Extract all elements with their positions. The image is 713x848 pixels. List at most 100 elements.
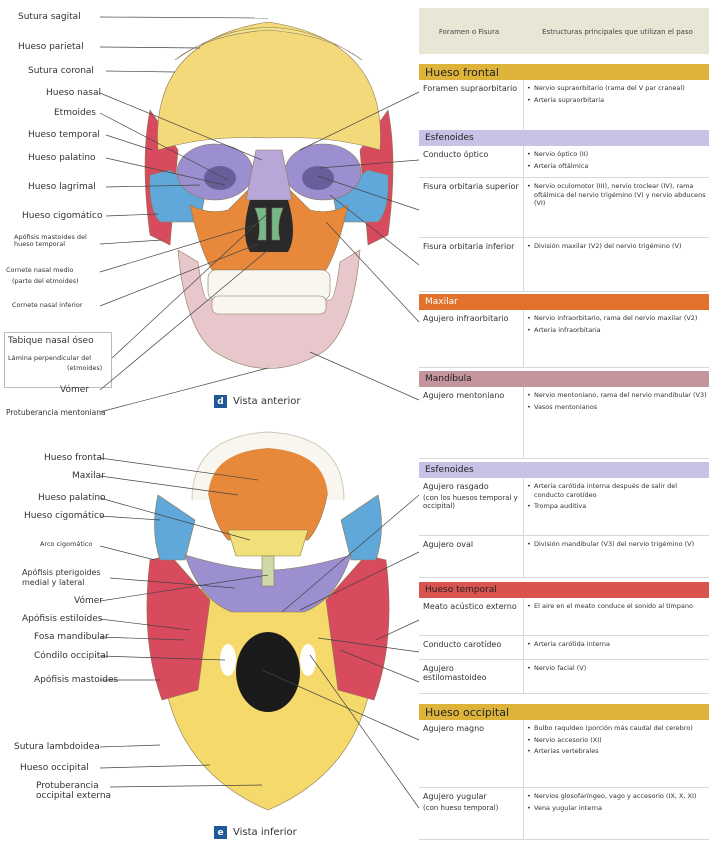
foramen-note: (con hueso temporal) xyxy=(423,804,499,812)
label-cornete-medio: Cornete nasal medio xyxy=(6,266,74,274)
label-apofisis-mastoides-inf: Apófisis mastoides xyxy=(34,675,119,685)
section-header: Maxilar xyxy=(419,294,709,310)
structure-item: Nervio accesorio (XI) xyxy=(527,736,707,745)
structure-item: El aire en el meato conduce el sonido al… xyxy=(527,602,707,611)
septum-title: Tabique nasal óseo xyxy=(8,336,94,346)
palatine-bone xyxy=(227,529,309,557)
structure-list: Nervio facial (V) xyxy=(527,664,707,676)
foramen-note: (con los huesos temporal y occipital) xyxy=(423,494,518,510)
table-row: Fisura orbitaria superiorNervio oculomot… xyxy=(419,178,709,238)
label-hueso-cigomatico-inf: Hueso cigomático xyxy=(24,511,105,521)
label-etmoides: Etmoides xyxy=(54,108,96,118)
table-row: Agujero rasgado(con los huesos temporal … xyxy=(419,478,709,536)
label-hueso-cigomatico: Hueso cigomático xyxy=(22,211,103,221)
inferior-skull xyxy=(146,431,390,811)
foramen-name: Agujero yugular xyxy=(423,792,487,801)
structure-list: Nervio supraorbitario (rama del V par cr… xyxy=(527,84,707,107)
caption-inferior-text: Vista inferior xyxy=(233,827,297,838)
structure-list: Arteria carótida interna después de sali… xyxy=(527,482,707,514)
table-header-col1: Foramen o Fisura xyxy=(438,28,500,36)
structure-list: División maxilar (V2) del nervio trigémi… xyxy=(527,242,707,254)
foramen-name: Fisura orbitaria inferior xyxy=(423,242,515,251)
label-apofisis-estiloides: Apófisis estiloides xyxy=(22,614,103,624)
structure-list: El aire en el meato conduce el sonido al… xyxy=(527,602,707,614)
section-header: Hueso occipital xyxy=(419,704,709,720)
structure-list: Bulbo raquídeo (porción más caudal del c… xyxy=(527,724,707,759)
structure-item: Vena yugular interna xyxy=(527,804,707,813)
foramen-name: Agujero mentoniano xyxy=(423,391,505,400)
row-divider xyxy=(523,80,524,141)
anterior-skull xyxy=(144,21,394,369)
section-header: Hueso temporal xyxy=(419,582,709,598)
structure-item: Nervio óptico (II) xyxy=(527,150,707,159)
row-divider xyxy=(523,660,524,693)
septum-box: Tabique nasal óseo Lámina perpendicular … xyxy=(4,332,112,388)
section-header: Hueso frontal xyxy=(419,64,709,80)
label-condilo-occipital: Cóndilo occipital xyxy=(34,651,109,661)
label-fosa-mandibular: Fosa mandibular xyxy=(34,632,109,642)
label-hueso-frontal: Hueso frontal xyxy=(44,453,105,463)
caption-inferior: e Vista inferior xyxy=(214,826,297,839)
structure-item: División mandibular (V3) del nervio trig… xyxy=(527,540,707,549)
table-row: Agujero mentoniano Nervio mentoniano, ram… xyxy=(419,387,709,459)
structure-item: Nervio oculomotor (III), nervio troclear… xyxy=(527,182,707,208)
table-row: Conducto carotídeoArteria carótida inter… xyxy=(419,636,709,660)
upper-teeth xyxy=(207,269,331,301)
foramen-name: Foramen supraorbitario xyxy=(423,84,518,93)
row-divider xyxy=(523,598,524,635)
row-divider xyxy=(523,387,524,458)
nasal-cavity xyxy=(245,200,293,252)
structure-item: Nervio mentoniano, rama del nervio mandi… xyxy=(527,391,707,400)
label-vomer-inf: Vómer xyxy=(74,596,103,606)
structure-item: Arterias vertebrales xyxy=(527,747,707,756)
zygomatic-base-right xyxy=(340,494,382,561)
label-hueso-parietal: Hueso parietal xyxy=(18,42,84,52)
structure-list: Nervio infraorbitario, rama del nervio m… xyxy=(527,314,707,337)
label-maxilar: Maxilar xyxy=(72,471,105,481)
foramen-magnum xyxy=(236,632,300,712)
row-divider xyxy=(523,310,524,367)
structure-item: Vasos mentonianos xyxy=(527,403,707,412)
section-header: Mandíbula xyxy=(419,371,709,387)
label-hueso-occipital: Hueso occipital xyxy=(20,763,89,773)
section-header: Esfenoides xyxy=(419,462,709,478)
caption-badge-e: e xyxy=(214,826,227,839)
structure-list: Nervio óptico (II) Arteria oftálmica xyxy=(527,150,707,173)
structure-item: Nervio facial (V) xyxy=(527,664,707,673)
septum-line1: Lámina perpendicular del xyxy=(8,354,92,362)
label-hueso-nasal: Hueso nasal xyxy=(46,88,101,98)
row-divider xyxy=(523,238,524,291)
row-divider xyxy=(523,788,524,839)
lower-teeth xyxy=(211,295,327,315)
label-hueso-temporal: Hueso temporal xyxy=(28,130,100,140)
structure-list: Nervio mentoniano, rama del nervio mandi… xyxy=(527,391,707,414)
label-vomer: Vómer xyxy=(60,385,89,395)
structure-item: Nervio supraorbitario (rama del V par cr… xyxy=(527,84,707,93)
label-cornete-inferior: Cornete nasal inferior xyxy=(12,301,83,309)
table-row: Agujero oval División mandibular (V3) del… xyxy=(419,536,709,578)
table-row: Agujero infraorbitario Nervio infraorbita… xyxy=(419,310,709,368)
table-row: Agujero estilomastoideo Nervio facial (V) xyxy=(419,660,709,694)
structure-list: Nervios glosofaríngeo, vago y accesorio … xyxy=(527,792,707,815)
table-row: Fisura orbitaria inferior División maxila… xyxy=(419,238,709,292)
label-sutura-lambdoidea: Sutura lambdoidea xyxy=(14,742,100,752)
label-sutura-sagital: Sutura sagital xyxy=(18,12,81,22)
structure-item: Trompa auditiva xyxy=(527,502,707,511)
foramen-name: Conducto óptico xyxy=(423,150,489,159)
septum-line2: (etmoides) xyxy=(67,364,103,372)
structure-item: Arteria carótida interna xyxy=(527,640,707,649)
section-header: Esfenoides xyxy=(419,130,709,146)
foramen-name: Agujero oval xyxy=(423,540,474,549)
label-hueso-palatino: Hueso palatino xyxy=(28,153,96,163)
label-apofisis-mastoides: Apófisis mastoides del hueso temporal xyxy=(14,233,87,248)
orbit-right-inner xyxy=(302,166,334,190)
structure-item: Nervio infraorbitario, rama del nervio m… xyxy=(527,314,707,323)
row-divider xyxy=(523,478,524,535)
orbit-left-inner xyxy=(204,166,236,190)
foramen-name: Agujero infraorbitario xyxy=(423,314,509,323)
structure-item: Arteria oftálmica xyxy=(527,162,707,171)
foramen-name: Agujero estilomastoideo xyxy=(423,664,487,682)
table-row: Meato acústico externoEl aire en el meat… xyxy=(419,598,709,636)
row-divider xyxy=(523,536,524,577)
structure-item: Arteria carótida interna después de sali… xyxy=(527,482,707,499)
